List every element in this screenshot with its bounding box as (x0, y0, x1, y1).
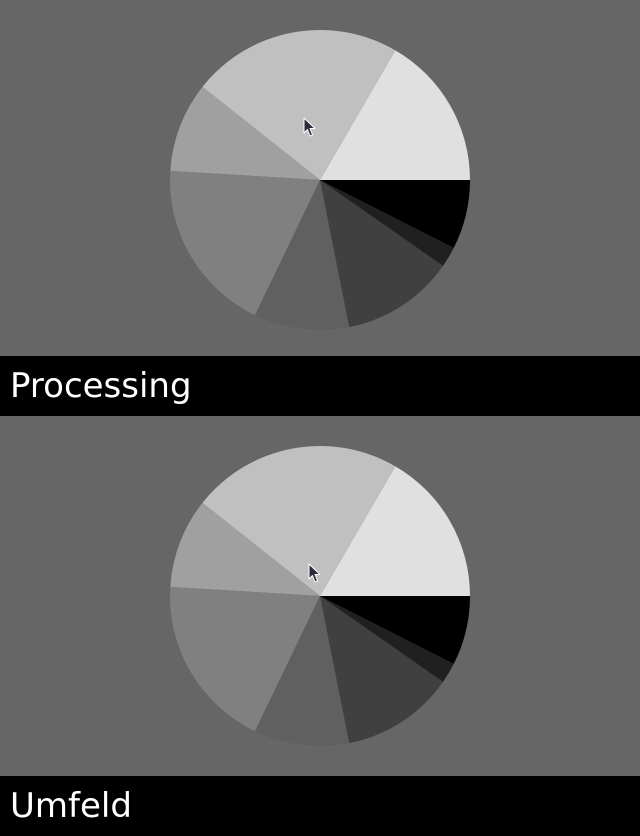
processing-pie-slice-5 (255, 180, 350, 330)
umfeld-pie-slice-8 (320, 596, 470, 664)
mouse-pointer-icon (303, 117, 316, 137)
umfeld-pie-slice-1 (320, 466, 471, 596)
umfeld-label: Umfeld (10, 786, 132, 826)
umfeld-pie-slice-7 (320, 596, 454, 682)
processing-pie-slice-3 (170, 86, 320, 180)
umfeld-pie-slice-2 (202, 446, 396, 596)
umfeld-pie-slice-3 (170, 502, 320, 596)
processing-label-bar: Processing (0, 356, 640, 416)
umfeld-pie-slice-4 (170, 586, 320, 732)
umfeld-pie-chart (170, 446, 471, 746)
processing-pie-slice-6 (320, 180, 444, 328)
umfeld-pie-slice-5 (255, 596, 350, 746)
umfeld-pie-slice-6 (320, 596, 444, 744)
mouse-pointer-icon (308, 563, 321, 583)
processing-pie-slice-1 (320, 50, 471, 180)
umfeld-canvas[interactable] (0, 416, 640, 776)
processing-label: Processing (10, 366, 192, 406)
processing-pie-slice-7 (320, 180, 454, 266)
processing-pie-slice-2 (202, 29, 396, 181)
processing-pie-chart (170, 29, 471, 330)
processing-pie-slice-8 (320, 180, 470, 248)
processing-canvas[interactable] (0, 0, 640, 356)
processing-pie-slice-4 (170, 170, 320, 316)
umfeld-label-bar: Umfeld (0, 776, 640, 836)
